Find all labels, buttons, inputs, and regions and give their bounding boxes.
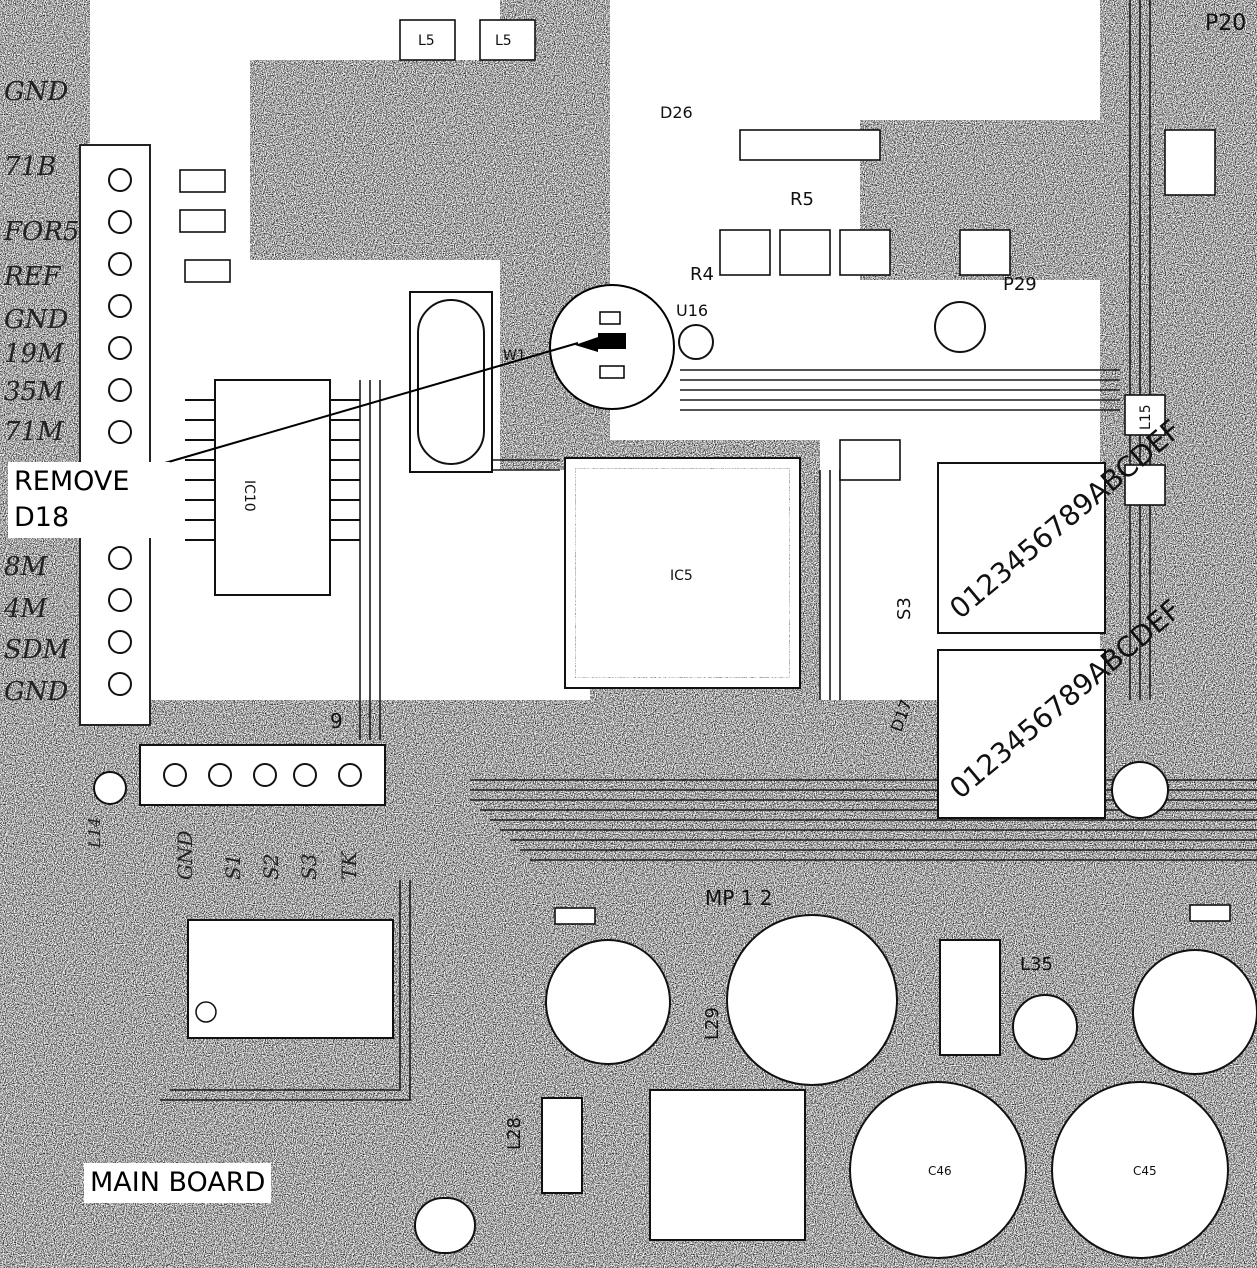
pin-label: FOR5 <box>3 217 79 247</box>
capacitors <box>414 914 1257 1259</box>
l5-label-b: L5 <box>495 33 512 49</box>
pin-label: GND <box>4 77 69 107</box>
leader-line <box>157 342 579 466</box>
ic10-label: IC10 <box>241 480 257 512</box>
pin-label: TK <box>337 851 361 880</box>
l14-label: L14 <box>85 817 104 849</box>
pin-label: GND <box>173 830 197 880</box>
r5-label: R5 <box>790 189 814 210</box>
num9-label: 9 <box>330 709 343 733</box>
pin-label: REF <box>3 262 62 292</box>
u16-pad <box>678 324 714 360</box>
left-connector-labels: GND 71B FOR5 REF GND 19M 35M 71M 8M 4M S… <box>3 77 79 707</box>
ic10-chip: IC10 <box>185 379 360 596</box>
l35-label: L35 <box>1020 954 1053 975</box>
pin-label: 8M <box>4 552 49 582</box>
bottom-connector-labels: GND S1 S2 S3 TK <box>173 830 361 880</box>
p29-label: P29 <box>1003 274 1037 295</box>
d26-label: D26 <box>660 103 693 122</box>
pin-label: S2 <box>259 854 283 880</box>
pin-label: 4M <box>3 594 49 624</box>
callout-line1: REMOVE <box>14 466 130 497</box>
left-connector <box>79 144 151 726</box>
mp-label: MP 1 2 <box>705 886 772 910</box>
callout-line2: D18 <box>14 502 70 533</box>
pin-label: 19M <box>4 339 65 369</box>
pin-label: GND <box>4 305 69 335</box>
u16-label: U16 <box>676 301 708 320</box>
round-pad <box>1111 761 1169 819</box>
c45-label: C45 <box>1133 1164 1157 1178</box>
l5-label-a: L5 <box>418 33 435 49</box>
smd-components <box>179 19 1231 925</box>
pin-label: SDM <box>4 635 71 665</box>
main-board-label: MAIN BOARD <box>84 1163 272 1203</box>
bottom-connector: 9 L14 <box>85 709 386 849</box>
pin-label: GND <box>4 677 69 707</box>
pin-label: 71B <box>4 152 56 182</box>
pin-label: S3 <box>297 854 321 880</box>
l28-label: L28 <box>504 1117 525 1150</box>
d18-highlight: W1 <box>503 284 675 410</box>
s3-label: S3 <box>894 597 915 620</box>
trace-bundles <box>160 0 1257 1101</box>
pin-label: 35M <box>4 377 65 407</box>
c46-label: C46 <box>928 1164 952 1178</box>
l29-label: L29 <box>702 1007 723 1040</box>
pin-label: S1 <box>221 854 245 880</box>
remove-d18-callout: REMOVE D18 <box>8 462 170 538</box>
p20-label: P20 <box>1205 11 1246 36</box>
r4-label: R4 <box>690 264 714 285</box>
ic5-label: IC5 <box>670 568 693 584</box>
crystal <box>409 291 493 473</box>
bottom-ic-small <box>541 1097 583 1194</box>
l15-label: L15 <box>1138 404 1154 430</box>
pin-label: 71M <box>4 417 65 447</box>
bottom-ic-pin1 <box>195 1001 217 1023</box>
ic5-chip: IC5 <box>564 457 801 689</box>
bottom-ic <box>187 919 394 1039</box>
bottom-right-ic <box>649 1089 806 1241</box>
trimmer-pot <box>934 301 986 353</box>
